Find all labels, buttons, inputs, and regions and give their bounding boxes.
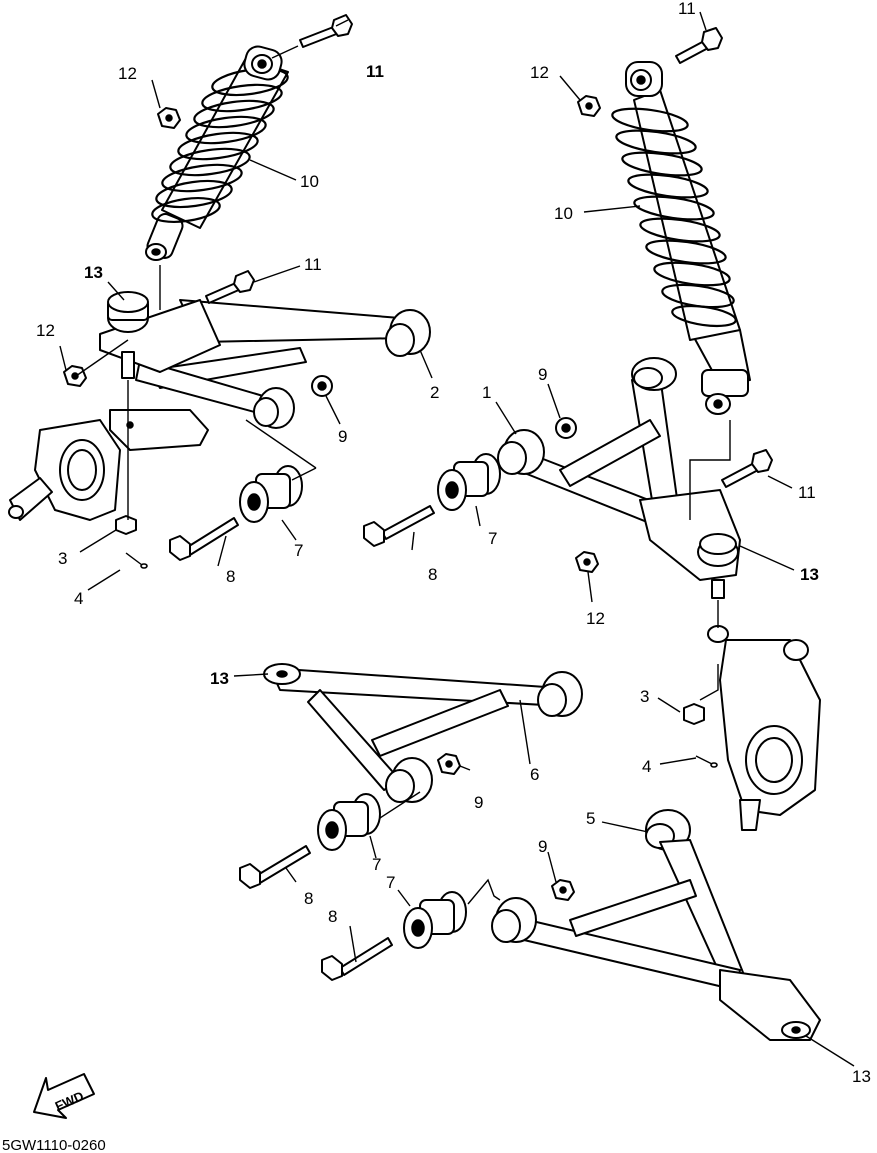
bottom-lower-a-arm [491, 809, 821, 1041]
callout-13: 13 [852, 1067, 871, 1086]
callout-6: 6 [530, 765, 539, 784]
center-bolt-lower [321, 937, 393, 981]
callout-13: 13 [210, 669, 229, 688]
center-washer [437, 753, 461, 775]
callout-9: 9 [538, 837, 547, 856]
callout-11: 11 [366, 62, 384, 81]
callout-12: 12 [586, 609, 605, 628]
left-steering-knuckle [8, 409, 209, 521]
callout-3: 3 [58, 549, 67, 568]
right-upper-a-arm [497, 357, 741, 599]
callout-7: 7 [386, 873, 395, 892]
callout-4: 4 [642, 757, 651, 776]
right-arm-bolt [721, 449, 773, 488]
callout-8: 8 [328, 907, 337, 926]
fwd-arrow: FWD [33, 1073, 95, 1119]
callout-11: 11 [678, 0, 696, 18]
left-castle-nut [115, 515, 137, 535]
left-cotter-pin [125, 552, 148, 569]
left-shock-upper-bolt [299, 14, 353, 48]
callout-8: 8 [304, 889, 313, 908]
callout-4: 4 [74, 589, 83, 608]
callout-7: 7 [294, 541, 303, 560]
callout-8: 8 [428, 565, 437, 584]
callout-7: 7 [372, 855, 381, 874]
leader-lines [59, 11, 855, 1067]
left-arm-bolt [205, 270, 255, 304]
bottom-washer [551, 879, 575, 901]
diagram-code: 5GW1110-0260 [2, 1137, 106, 1153]
callout-1: 1 [482, 383, 491, 402]
left-shock-upper-nut [157, 107, 181, 129]
callout-12: 12 [530, 63, 549, 82]
callout-13: 13 [800, 565, 819, 584]
right-arm-nut [575, 551, 599, 573]
callout-9: 9 [474, 793, 483, 812]
callout-numbers: 11 12 10 13 11 12 2 9 3 8 7 4 11 12 10 9… [36, 0, 871, 1086]
left-shock-absorber [145, 45, 289, 261]
right-castle-nut [683, 703, 705, 725]
callout-11: 11 [304, 255, 322, 274]
left-bushing-upper [239, 465, 303, 523]
callout-10: 10 [554, 204, 573, 223]
callout-5: 5 [586, 809, 595, 828]
callout-12: 12 [118, 64, 137, 83]
callout-8: 8 [226, 567, 235, 586]
callout-10: 10 [300, 172, 319, 191]
center-bolt-upper [239, 845, 311, 889]
callout-7: 7 [488, 529, 497, 548]
right-shock-upper-bolt [675, 27, 723, 64]
left-upper-bolt-8 [169, 517, 239, 561]
center-lower-a-arm [263, 663, 583, 803]
right-shock-absorber [611, 61, 751, 415]
right-shock-upper-nut [577, 95, 601, 117]
left-upper-a-arm [99, 291, 431, 429]
right-steering-knuckle [707, 625, 821, 831]
right-upper-washer [555, 417, 577, 439]
callout-9: 9 [338, 427, 347, 446]
callout-3: 3 [640, 687, 649, 706]
right-bushing-upper [437, 453, 501, 511]
left-arm-nut [63, 365, 87, 387]
callout-12: 12 [36, 321, 55, 340]
right-upper-bolt-8 [363, 505, 435, 547]
left-upper-washer [311, 375, 333, 397]
center-bushing-upper [317, 793, 381, 851]
right-cotter-pin [695, 755, 718, 768]
callout-2: 2 [430, 383, 439, 402]
center-bushing-lower [403, 891, 467, 949]
callout-11: 11 [798, 483, 816, 502]
callout-13: 13 [84, 263, 103, 282]
callout-9: 9 [538, 365, 547, 384]
